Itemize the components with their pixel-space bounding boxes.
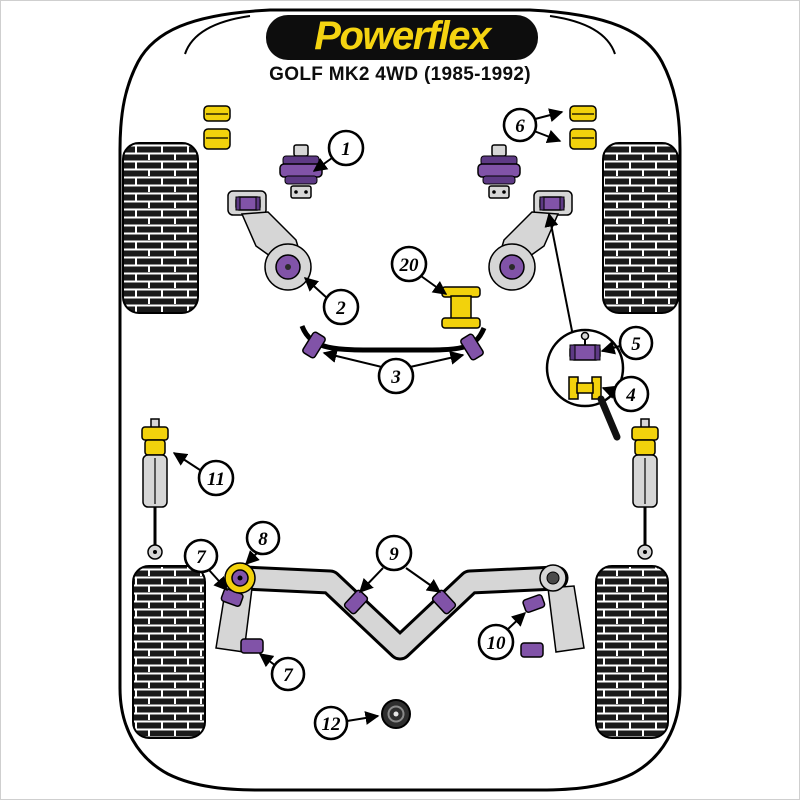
rear-diff-mount <box>381 699 411 729</box>
drop-link <box>597 395 621 441</box>
callout-9-leader-left <box>359 567 384 594</box>
front-bump-stops-right <box>569 105 597 150</box>
detail-reference-leader <box>544 212 574 337</box>
callout-11-leader <box>172 452 201 471</box>
rear-arb-bush-left <box>343 589 369 615</box>
steering-rack-bush <box>441 286 481 329</box>
rear-shock-left <box>141 418 169 560</box>
front-bump-stops-left <box>203 105 231 150</box>
headlight-line-right <box>549 15 616 55</box>
callout-1-badge[interactable]: 1 <box>327 129 365 167</box>
headlight-line-left <box>184 15 251 55</box>
callout-4-badge[interactable]: 4 <box>612 375 650 413</box>
callout-6-leader-upper <box>534 108 564 122</box>
front-control-arm-left <box>227 190 312 291</box>
rear-beam <box>231 565 569 661</box>
wheel-rear-right <box>595 565 669 739</box>
rear-beam-front-mount-left <box>224 562 256 594</box>
callout-11-badge[interactable]: 11 <box>197 459 235 497</box>
callout-20-badge[interactable]: 20 <box>390 245 428 283</box>
rear-arb-bush-right <box>431 589 457 615</box>
callout-2-number: 2 <box>335 298 346 319</box>
brand-banner: Powerflex <box>266 14 538 60</box>
callout-9-number: 9 <box>389 544 399 565</box>
callout-9-leader-right <box>405 567 442 593</box>
callout-8-leader <box>245 550 260 565</box>
rear-shock-bump-stop-right <box>631 426 659 441</box>
rear-arm-outer-bush-right <box>520 642 544 658</box>
drop-link-lower-bush <box>568 376 602 400</box>
front-control-arm-right <box>488 190 573 291</box>
callout-4-number: 4 <box>625 385 636 406</box>
wheel-front-right <box>602 142 679 314</box>
callout-5-leader <box>600 340 621 355</box>
callout-1-number: 1 <box>341 139 351 160</box>
front-strut-right <box>477 144 521 199</box>
callout-7-upper-leader <box>208 569 228 592</box>
rear-shock-right <box>631 418 659 560</box>
callout-12-number: 12 <box>322 714 342 735</box>
trailing-arm-left <box>215 585 264 654</box>
callout-7-lower-leader <box>258 653 277 668</box>
callout-12-leader <box>346 711 380 725</box>
callout-3-leader-left <box>322 349 383 368</box>
callout-7-upper-number: 7 <box>196 547 207 568</box>
callout-10-badge[interactable]: 10 <box>477 623 515 661</box>
rear-arm-inner-bush-right <box>522 594 546 613</box>
callout-20-number: 20 <box>399 255 420 276</box>
callout-10-number: 10 <box>487 633 507 654</box>
trailing-arm-right <box>520 585 585 658</box>
rear-beam-front-mount-right <box>539 564 567 592</box>
callout-7-upper-badge[interactable]: 7 <box>183 538 219 574</box>
callout-8-number: 8 <box>258 529 268 550</box>
wheel-rear-left <box>132 565 206 739</box>
front-arb-bush-left <box>302 331 326 359</box>
rear-shock-bump-stop-left <box>141 426 169 441</box>
callout-6-leader-lower <box>533 129 562 144</box>
callout-10-leader <box>506 612 527 631</box>
wheel-front-left <box>122 142 199 314</box>
callout-5-badge[interactable]: 5 <box>618 325 654 361</box>
callout-8-badge[interactable]: 8 <box>245 520 281 556</box>
callout-3-leader-right <box>409 350 465 368</box>
callout-6-badge[interactable]: 6 <box>502 107 538 143</box>
detail-magnifier <box>545 328 625 408</box>
callout-5-number: 5 <box>631 334 641 355</box>
front-arb-bush-right <box>460 333 484 361</box>
callout-3-number: 3 <box>390 367 401 388</box>
callout-2-badge[interactable]: 2 <box>322 288 360 326</box>
callout-4-leader <box>601 385 618 399</box>
rear-arm-outer-bush-left <box>240 638 264 654</box>
callout-2-leader <box>303 277 328 299</box>
model-title: GOLF MK2 4WD (1985-1992) <box>269 64 531 85</box>
callout-12-badge[interactable]: 12 <box>313 705 349 741</box>
callout-9-badge[interactable]: 9 <box>375 534 413 572</box>
callout-7-lower-badge[interactable]: 7 <box>270 656 306 692</box>
callout-7-lower-number: 7 <box>283 665 294 686</box>
brand-logo-text: Powerflex <box>314 14 493 58</box>
callout-11-number: 11 <box>207 469 225 490</box>
callout-6-number: 6 <box>515 116 525 137</box>
callout-20-leader <box>420 275 448 295</box>
callout-3-badge[interactable]: 3 <box>377 357 415 395</box>
callout-1-leader <box>312 157 333 172</box>
